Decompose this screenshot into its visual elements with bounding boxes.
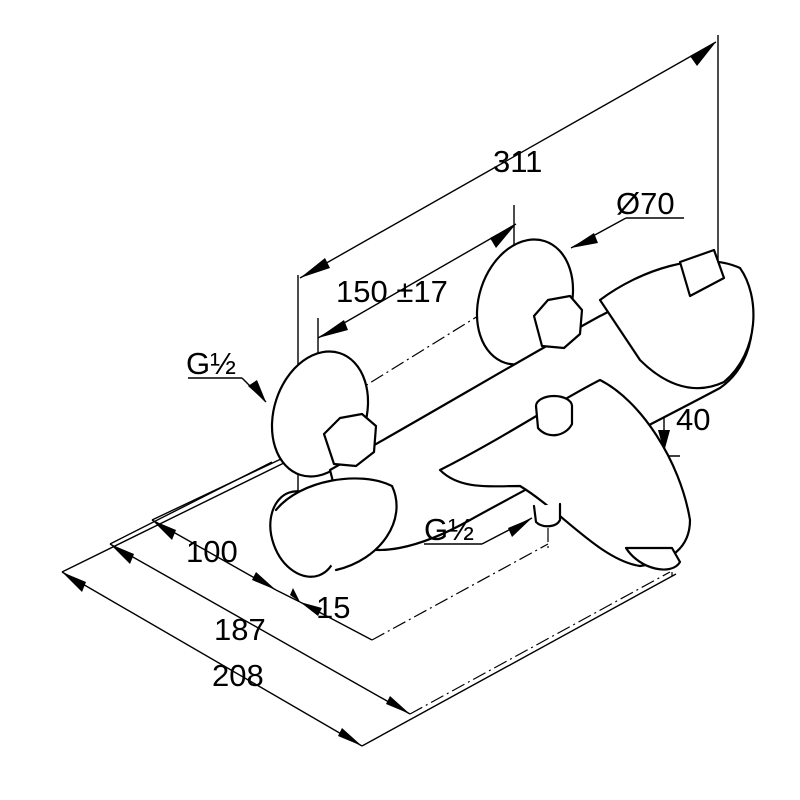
spout — [438, 378, 692, 568]
dim-thread-outlet-label: G½ — [424, 512, 474, 547]
faucet-body — [269, 238, 755, 578]
dim-diameter-70-label: Ø70 — [616, 186, 675, 221]
dim-40-label: 40 — [676, 402, 710, 437]
handle-left — [274, 477, 398, 572]
bottom-outlet — [532, 502, 562, 528]
dimension-labels: 311 Ø70 150 ±17 G½ 40 G½ 100 15 187 208 — [186, 144, 710, 693]
diverter-knob — [534, 404, 574, 437]
dim-100-label: 100 — [186, 534, 238, 569]
dim-15-label: 15 — [316, 590, 350, 625]
dim-150-label: 150 ±17 — [336, 274, 448, 309]
handle-right-grip — [678, 248, 726, 298]
dim-187-label: 187 — [214, 612, 266, 647]
dim-311-label: 311 — [493, 144, 542, 179]
dim-thread-left-label: G½ — [186, 346, 236, 381]
handle-right — [598, 260, 755, 390]
nut-left — [322, 412, 378, 468]
dim-208-label: 208 — [212, 658, 264, 693]
nut-right — [532, 294, 584, 350]
spout-outlet — [624, 546, 682, 571]
